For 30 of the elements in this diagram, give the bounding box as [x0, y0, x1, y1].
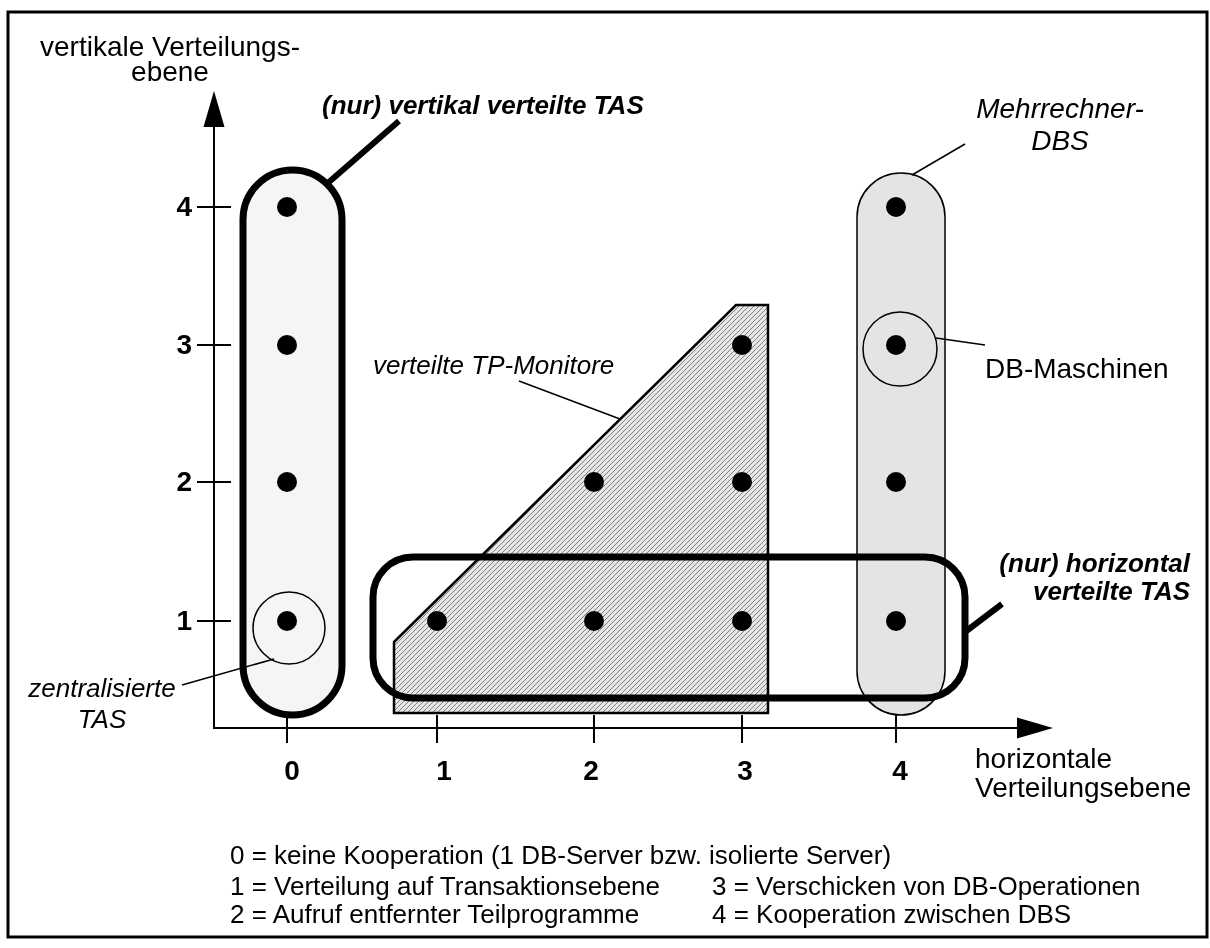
leader-line: [181, 658, 275, 686]
annotation-label: verteilte TP-Monitore: [373, 350, 615, 380]
horizontal-band: [369, 553, 969, 702]
legend-note: 0 = keine Kooperation (1 DB-Server bzw. isolierte Server): [230, 841, 892, 869]
leader-line: [518, 380, 621, 420]
tick-label: 3: [736, 756, 754, 786]
leader-line: [911, 143, 966, 176]
tick-label: 4: [891, 756, 909, 786]
tick-label: 0: [283, 756, 301, 786]
tick-label: 1: [435, 756, 453, 786]
tick-label: 2: [175, 467, 192, 497]
tick-label: 1: [175, 606, 192, 636]
ring-marker: [252, 591, 326, 665]
annotation-label: Mehrrechner- DBS: [965, 93, 1155, 157]
legend-note: 2 = Aufruf entfernter Teilprogramme: [230, 900, 640, 928]
legend-note: 4 = Kooperation zwischen DBS: [712, 900, 1072, 928]
annotation-label: (nur) vertikal verteilte TAS: [322, 90, 644, 120]
ring-marker: [862, 311, 938, 387]
tick-label: 2: [582, 756, 600, 786]
legend-note: 3 = Verschicken von DB-Operationen: [712, 872, 1141, 900]
annotation-label: DB-Maschinen: [985, 352, 1169, 386]
annotation-label: (nur) horizontal verteilte TAS: [985, 549, 1190, 605]
axis-title: vertikale Verteilungs- ebene: [39, 34, 301, 84]
annotation-label: zentralisierte TAS: [22, 673, 182, 735]
axis-title: horizontale Verteilungsebene: [975, 744, 1193, 802]
legend-note: 1 = Verteilung auf Transaktionsebene: [230, 872, 661, 900]
tick-label: 4: [175, 192, 192, 222]
leader-line: [935, 337, 986, 346]
leader-line: [327, 118, 401, 185]
tick-label: 3: [175, 330, 192, 360]
